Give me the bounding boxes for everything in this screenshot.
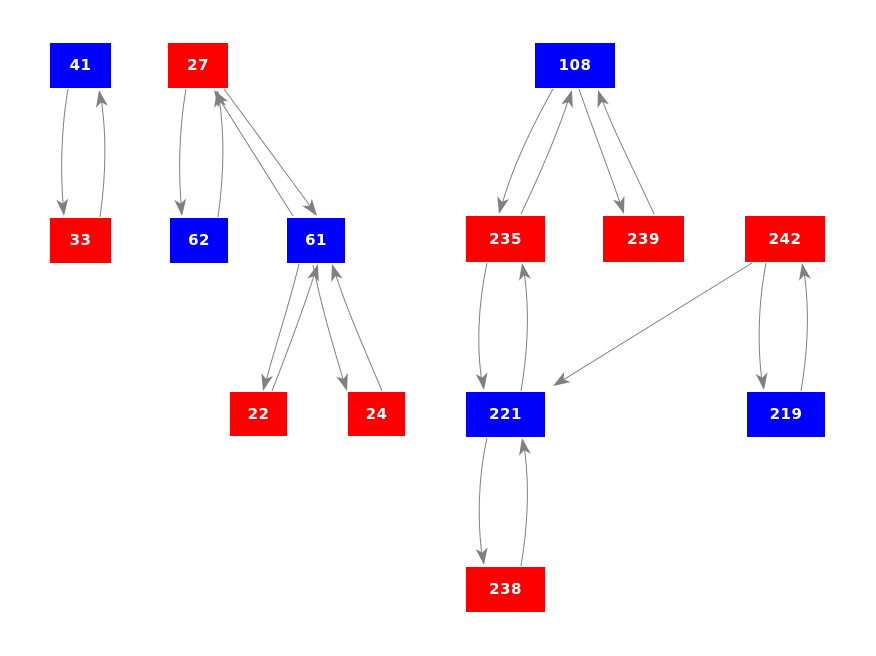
graph-node-27[interactable]: 27 (168, 43, 228, 88)
edge-arrowhead (174, 198, 187, 216)
graph-node-label: 22 (247, 404, 270, 423)
edge-arrowhead (553, 371, 571, 386)
graph-edge (214, 90, 294, 217)
edge-arrowhead (96, 90, 108, 108)
edge-arrowhead (597, 90, 609, 109)
graph-edge (331, 264, 383, 392)
graph-node-label: 41 (69, 56, 92, 74)
graph-edge (519, 263, 531, 392)
graph-node-238[interactable]: 238 (466, 567, 545, 612)
graph-node-221[interactable]: 221 (466, 392, 545, 437)
graph-node-235[interactable]: 235 (466, 216, 545, 262)
graph-node-41[interactable]: 41 (50, 43, 111, 88)
graph-edge (96, 90, 108, 218)
graph-edge (497, 88, 554, 214)
graph-edge (475, 262, 488, 390)
graph-node-24[interactable]: 24 (348, 392, 405, 436)
graph-edge (261, 263, 300, 391)
graph-node-108[interactable]: 108 (535, 43, 615, 88)
graph-node-62[interactable]: 62 (170, 218, 228, 263)
graph-edge (597, 90, 655, 215)
edge-arrowhead (519, 438, 531, 456)
edge-arrowhead (261, 373, 273, 391)
graph-edge (475, 437, 488, 565)
edge-arrowhead (56, 198, 69, 216)
edge-arrowhead (302, 198, 317, 216)
graph-node-239[interactable]: 239 (603, 216, 684, 262)
graph-node-33[interactable]: 33 (50, 218, 111, 263)
graph-edge (223, 88, 317, 216)
graph-node-label: 239 (627, 229, 660, 248)
graph-node-61[interactable]: 61 (287, 218, 345, 263)
edge-arrowhead (613, 195, 625, 214)
edge-arrowhead (336, 372, 348, 391)
graph-node-22[interactable]: 22 (230, 392, 287, 436)
graph-edge (553, 262, 753, 386)
graph-edge (755, 262, 768, 390)
graph-edge (214, 90, 226, 218)
graph-node-label: 108 (558, 56, 592, 74)
graph-edge (312, 264, 348, 391)
graph-edge (578, 88, 625, 214)
edge-arrowhead (497, 196, 509, 214)
graph-node-label: 61 (305, 231, 327, 249)
graph-node-label: 24 (365, 404, 388, 423)
graph-edge (799, 263, 811, 392)
graph-node-label: 27 (187, 56, 209, 74)
graph-edge (271, 264, 319, 392)
edge-arrowhead (561, 90, 573, 109)
edge-arrowhead (475, 372, 488, 390)
edge-arrowhead (799, 263, 811, 281)
graph-node-label: 62 (188, 231, 210, 249)
graph-edge (174, 88, 187, 216)
edge-arrowhead (475, 547, 488, 565)
graph-node-label: 33 (69, 231, 92, 249)
graph-edge (519, 438, 531, 567)
graph-node-219[interactable]: 219 (747, 392, 825, 437)
edge-arrowhead (519, 263, 531, 281)
graph-node-label: 221 (489, 405, 522, 423)
graph-node-label: 219 (769, 405, 803, 423)
graph-node-label: 235 (489, 229, 522, 248)
graph-node-242[interactable]: 242 (745, 216, 825, 262)
edge-arrowhead (214, 90, 229, 108)
edge-arrowhead (331, 264, 343, 283)
graph-node-label: 242 (768, 229, 802, 248)
graph-node-label: 238 (489, 580, 522, 598)
graph-edge (56, 88, 69, 216)
edge-arrowhead (755, 372, 768, 390)
graph-edge (520, 90, 573, 215)
